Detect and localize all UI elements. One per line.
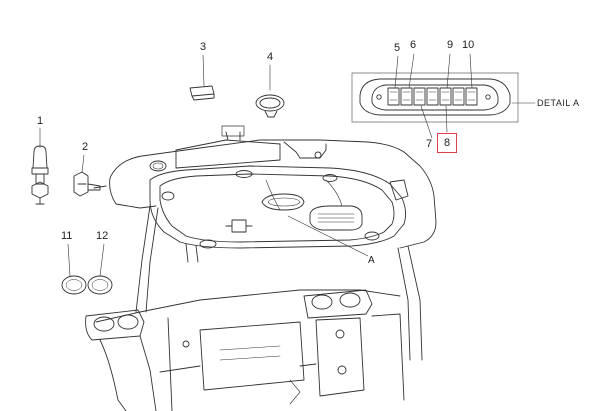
bracket-3-part [189, 54, 215, 101]
lens-parts [61, 243, 113, 295]
speaker-part [255, 64, 285, 118]
beacon-light-part [31, 127, 49, 205]
detail-a-inset [351, 53, 536, 139]
detail-a-label: DETAIL A [537, 98, 580, 108]
cab-roof-assembly [109, 125, 437, 257]
callout-2: 2 [82, 141, 89, 153]
callout-1: 1 [37, 115, 44, 127]
callout-6: 6 [410, 39, 417, 51]
switch-row [387, 87, 478, 106]
callout-11: 11 [61, 230, 73, 242]
callout-10: 10 [462, 39, 475, 51]
callout-8-highlight [437, 133, 457, 153]
callout-7: 7 [426, 138, 433, 150]
cab-frame [85, 205, 423, 411]
callout-a: A [368, 255, 375, 266]
callout-8: 8 [444, 137, 451, 149]
callout-9: 9 [447, 39, 454, 51]
callout-12: 12 [96, 230, 109, 242]
callout-4: 4 [267, 51, 274, 63]
callout-5: 5 [394, 42, 401, 54]
callout-3: 3 [200, 41, 207, 53]
bracket-part [73, 154, 107, 197]
